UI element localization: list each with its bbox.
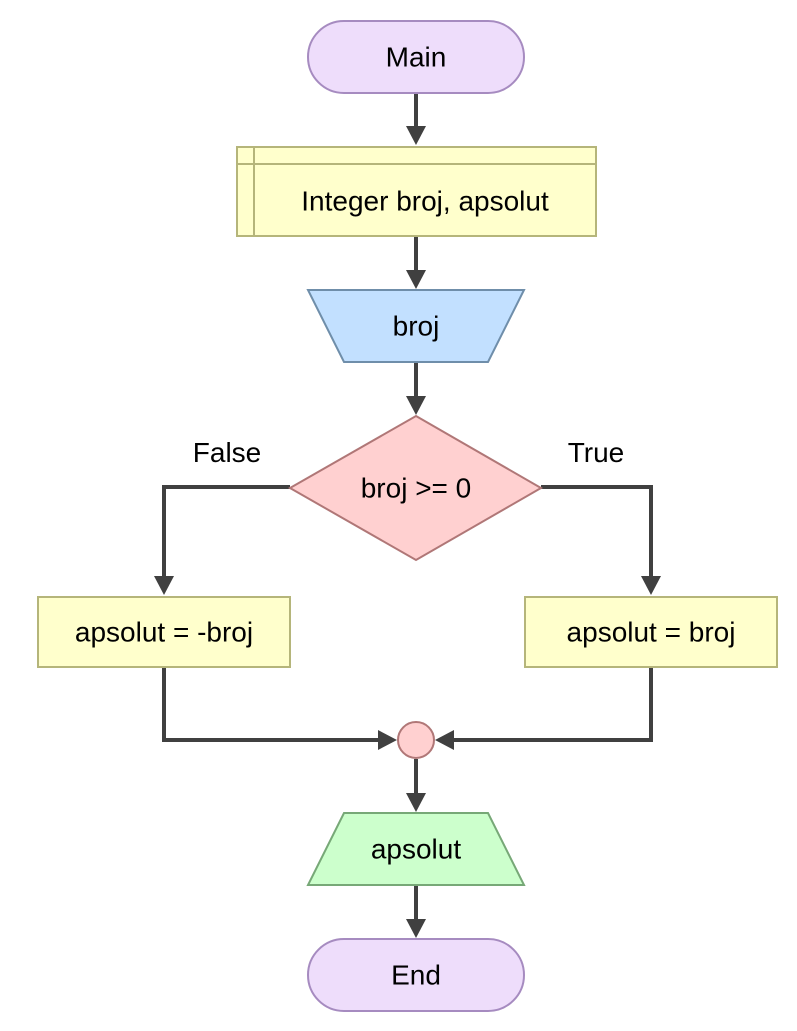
decision-shape (287, 414, 544, 562)
node-input-trapezoid[interactable]: broj (306, 289, 526, 363)
edges (154, 93, 661, 938)
branch-label-true: True (568, 437, 625, 468)
node-assign-true-label: apsolut = broj (567, 617, 736, 648)
edge-true-branch-to-merge (435, 668, 653, 750)
edge-main-to-declare (406, 93, 426, 145)
node-input-label: broj (393, 311, 440, 342)
node-main-label: Main (386, 42, 447, 73)
edge-decision-to-true-branch (541, 485, 661, 595)
edge-decision-to-false-branch (154, 485, 290, 595)
node-output-label: apsolut (371, 834, 462, 865)
declaration-shape (236, 146, 597, 237)
node-declare-label: Integer broj, apsolut (301, 186, 549, 217)
node-merge-connector[interactable] (397, 721, 435, 759)
connector-shape (397, 721, 435, 759)
input-shape (306, 289, 526, 363)
node-output-trapezoid[interactable]: apsolut (306, 812, 526, 886)
edge-false-branch-to-merge (162, 668, 397, 750)
branch-label-false: False (193, 437, 261, 468)
node-decision-label: broj >= 0 (361, 473, 472, 504)
node-assign-false-box[interactable]: apsolut = -broj (37, 596, 291, 668)
edge-declare-to-input (406, 237, 426, 289)
terminal-shape (307, 938, 525, 1012)
terminal-shape (307, 20, 525, 94)
node-end-terminal[interactable]: End (307, 938, 525, 1012)
edge-input-to-decision (406, 362, 426, 415)
node-declare-box[interactable]: Integer broj, apsolut (236, 146, 597, 237)
edge-merge-to-output (406, 759, 426, 812)
node-main-terminal[interactable]: Main (307, 20, 525, 94)
node-decision-diamond[interactable]: broj >= 0 (287, 414, 544, 562)
process-shape (524, 596, 778, 668)
edge-output-to-end (406, 885, 426, 938)
process-shape (37, 596, 291, 668)
node-assign-false-label: apsolut = -broj (75, 617, 253, 648)
output-shape (306, 812, 526, 886)
node-assign-true-box[interactable]: apsolut = broj (524, 596, 778, 668)
node-end-label: End (391, 960, 441, 991)
